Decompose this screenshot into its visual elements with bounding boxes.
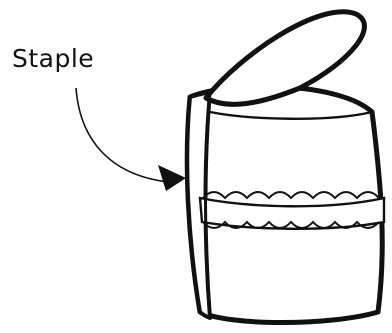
arrowhead-icon — [158, 165, 186, 191]
lid — [206, 12, 364, 105]
callout-arrow — [76, 88, 168, 182]
staple-callout-label: Staple — [12, 46, 94, 71]
